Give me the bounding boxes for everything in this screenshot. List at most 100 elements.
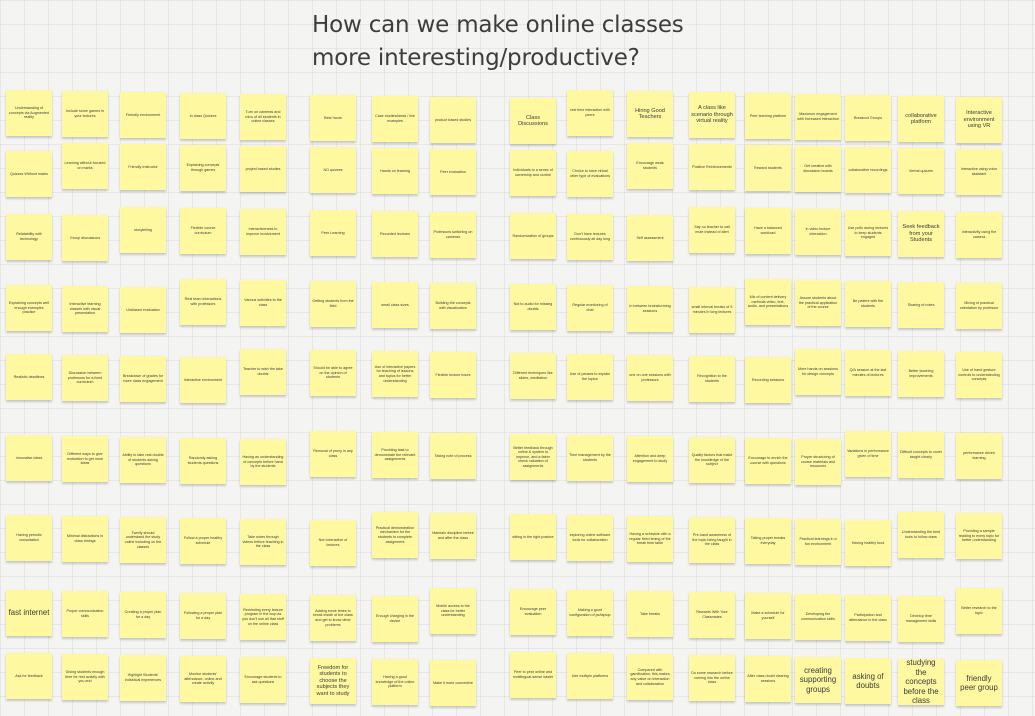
sticky-note[interactable]: Positive Reinforcements	[689, 144, 735, 190]
sticky-note[interactable]: Maintain discipline before and after the…	[430, 513, 476, 559]
sticky-note[interactable]: Teacher to wish the take doubts	[240, 349, 286, 395]
sticky-note[interactable]: Having healthy food	[845, 520, 891, 566]
sticky-note[interactable]: Better teaching improvements	[898, 351, 944, 397]
sticky-note[interactable]: friendly peer group	[956, 660, 1002, 706]
sticky-note[interactable]: Encourage peer evaluation	[510, 589, 556, 635]
sticky-note[interactable]: Encourage to enrich the course with ques…	[745, 438, 791, 484]
sticky-note[interactable]: Family should understand the study onlin…	[120, 517, 166, 563]
sticky-note[interactable]: Peer learning platform	[745, 93, 791, 139]
sticky-note[interactable]: Use of interactive papers for teaching o…	[372, 351, 418, 397]
sticky-note[interactable]: Minimal distractions in class timings	[62, 516, 108, 562]
sticky-note[interactable]: Taking note of process	[430, 433, 476, 479]
sticky-note[interactable]: Discussion between professors for a fixe…	[62, 355, 108, 401]
sticky-note[interactable]: Use of pauses to explain the topics	[567, 354, 613, 400]
sticky-note[interactable]: Assure students about the practical appl…	[795, 280, 841, 326]
sticky-note[interactable]: collaborative platform	[898, 96, 944, 142]
sticky-note[interactable]: Learning without focused on marks	[62, 143, 108, 189]
sticky-note[interactable]: Quizzes Without marks	[6, 151, 52, 197]
sticky-note[interactable]: Explaining concepts through games	[180, 145, 226, 191]
sticky-note[interactable]: Different ways to give motivation to get…	[62, 436, 108, 482]
sticky-note[interactable]: Taking proper breaks everyday	[745, 518, 791, 564]
sticky-note[interactable]: Best hours	[310, 95, 356, 141]
sticky-note[interactable]: Making a good configuration of pc/laptop	[567, 590, 613, 636]
sticky-note[interactable]: Use polls during lectures to keep studen…	[845, 210, 891, 256]
sticky-note[interactable]: Recording sessions	[745, 357, 791, 403]
sticky-note[interactable]: Understanding the best tools to follow c…	[898, 512, 944, 558]
sticky-note[interactable]: Unbiased evaluation	[120, 287, 166, 333]
sticky-note[interactable]: Non interactive of lectures	[310, 520, 356, 566]
sticky-note[interactable]: Getting students from the field	[310, 281, 356, 327]
sticky-note[interactable]: Interactive environment using VR	[956, 97, 1002, 143]
sticky-note[interactable]: one on one sessions with professors	[627, 355, 673, 401]
sticky-note[interactable]: Proper communication skills	[62, 591, 108, 637]
sticky-note[interactable]: Mobile access to the class for better un…	[430, 588, 476, 634]
sticky-note[interactable]: Having an understanding of concepts befo…	[240, 439, 286, 485]
sticky-note[interactable]: studying the concepts before the class	[898, 659, 944, 705]
sticky-note[interactable]: In between brainstorming sessions	[627, 286, 673, 332]
sticky-note[interactable]: Realistic deadlines	[6, 354, 52, 400]
sticky-note[interactable]: Proper structuring of course materials a…	[795, 439, 841, 485]
sticky-note[interactable]: exploring online software tools for coll…	[567, 515, 613, 561]
sticky-note[interactable]: Hiring Good Teachers	[627, 91, 673, 137]
sticky-note[interactable]: Rewards With Your Classmates	[689, 592, 735, 638]
sticky-note[interactable]: Don't have lectures continuously all day…	[567, 214, 613, 260]
sticky-note[interactable]: real time interaction with peers	[567, 90, 613, 136]
sticky-note[interactable]: Professors switching on cameras	[430, 212, 476, 258]
sticky-note[interactable]: Removal of proxy in any class	[310, 431, 356, 477]
sticky-note[interactable]: Should be able to agree on the opinion o…	[310, 350, 356, 396]
sticky-note[interactable]: Breakdown of grades for more class engag…	[120, 356, 166, 402]
sticky-note[interactable]: Enough charging in the device	[372, 596, 418, 642]
sticky-note[interactable]: Peer to peer online and multilingual-sen…	[510, 652, 556, 698]
sticky-note[interactable]: Be patient with the students	[845, 281, 891, 327]
sticky-note[interactable]: Participation and attendance in the clas…	[845, 595, 891, 641]
sticky-note[interactable]: Understanding of concepts via Augmented …	[6, 90, 52, 136]
sticky-note[interactable]: Having periodic consultation	[6, 515, 52, 561]
sticky-note[interactable]: Giving students enough time for rest act…	[62, 654, 108, 700]
sticky-note[interactable]: Maximum engagement with increased intera…	[795, 94, 841, 140]
sticky-note[interactable]: Friendly environment	[120, 92, 166, 138]
sticky-note[interactable]: A class like scenario through virtual re…	[689, 92, 735, 138]
sticky-note[interactable]: Group discussions	[62, 215, 108, 261]
sticky-note[interactable]: Verbal quizzes	[898, 148, 944, 194]
sticky-note[interactable]: Say no teacher to call mute instead of a…	[689, 207, 735, 253]
sticky-note[interactable]: Mixing of practical orientation by profe…	[956, 283, 1002, 329]
sticky-note[interactable]: Quality factors that make the knowledge …	[689, 437, 735, 483]
sticky-note[interactable]: Encourage weak students	[627, 143, 673, 189]
sticky-note[interactable]: Creating a proper plan for a day	[120, 592, 166, 638]
sticky-note[interactable]: Not to audio for missing doubts	[510, 284, 556, 330]
sticky-note[interactable]: creating supporting groups	[795, 657, 841, 703]
sticky-note[interactable]: Interactive learning classes with visual…	[62, 286, 108, 332]
sticky-note[interactable]: asking of doubts	[845, 658, 891, 704]
sticky-note[interactable]: Various activities to the class	[240, 280, 286, 326]
sticky-note[interactable]: Providing a sample reading to every topi…	[956, 513, 1002, 559]
sticky-note[interactable]: Recognition to the students	[689, 356, 735, 402]
sticky-note[interactable]: Flexible lecture hours	[430, 352, 476, 398]
sticky-note[interactable]: Encourage students to ask questions	[240, 657, 286, 703]
sticky-note[interactable]: Variations in performance given of time	[845, 431, 891, 477]
sticky-note[interactable]: Use multiple platforms	[567, 653, 613, 699]
sticky-note[interactable]: Hands on learning	[372, 148, 418, 194]
sticky-note[interactable]: Building the concepts with visualization	[430, 283, 476, 329]
board-title[interactable]: How can we make online classes more inte…	[312, 9, 732, 75]
sticky-note[interactable]: Interactive environment	[180, 357, 226, 403]
sticky-note[interactable]: Do some research before coming into the …	[689, 655, 735, 701]
sticky-note[interactable]: Turn on cameras and mics of all students…	[240, 94, 286, 140]
sticky-note[interactable]: Different techniques like slides, medita…	[510, 353, 556, 399]
sticky-note[interactable]: in video lecture interaction	[795, 209, 841, 255]
sticky-note[interactable]: Self assessment	[627, 215, 673, 261]
sticky-note[interactable]: product based studies	[430, 97, 476, 143]
sticky-note[interactable]: storytelling	[120, 207, 166, 253]
sticky-note[interactable]: Breakout Groups	[845, 95, 891, 141]
sticky-note[interactable]: Sharing of notes	[898, 282, 944, 328]
sticky-note[interactable]: Highlight Students' individual experienc…	[120, 655, 166, 701]
sticky-note[interactable]: Include some games in your lectures	[62, 91, 108, 137]
sticky-note[interactable]: Take notes through videos before teachin…	[240, 519, 286, 565]
sticky-note[interactable]: Randomization of groups	[510, 213, 556, 259]
sticky-note[interactable]: Make a schedule for yourself	[745, 593, 791, 639]
sticky-note[interactable]: Reminding every lecture program in the l…	[240, 594, 286, 640]
sticky-note[interactable]: Mix of content delivery methods video, t…	[745, 279, 791, 325]
sticky-note[interactable]: Practical learnings in a fun environment	[795, 519, 841, 565]
sticky-note[interactable]: After class doubt clearing sessions	[745, 656, 791, 702]
sticky-note[interactable]: NO quizzes	[310, 147, 356, 193]
